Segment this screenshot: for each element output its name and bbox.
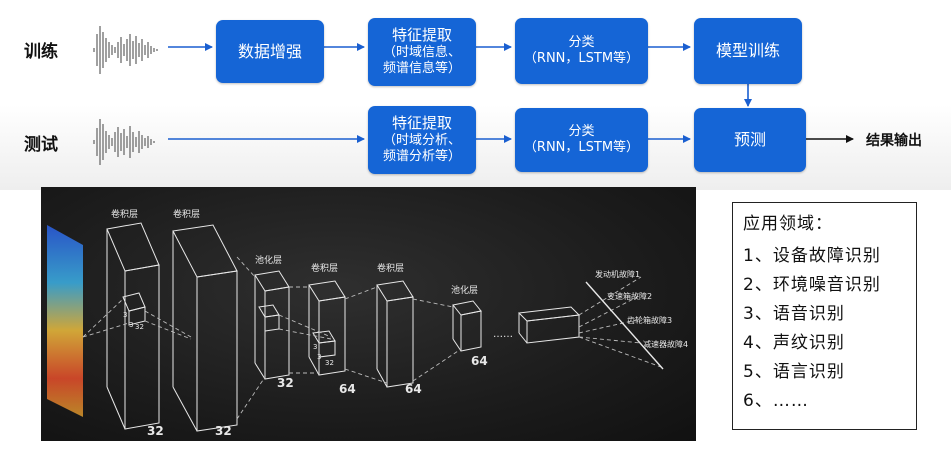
model-train-box: 模型训练: [694, 18, 802, 84]
cnn-dim-3: 32: [277, 376, 294, 390]
predict-label: 预测: [733, 130, 766, 149]
test-feature-sub1: （时域分析、: [382, 133, 461, 149]
test-feature-title: 特征提取: [391, 114, 452, 133]
predict-box: 预测: [694, 108, 806, 172]
train-feature-box: 特征提取 （时域信息、 频谱信息等）: [368, 18, 476, 86]
train-classify-title: 分类: [568, 34, 595, 50]
applications-panel: 应用领域： 1、设备故障识别 2、环境噪音识别 3、语音识别 4、声纹识别 5、…: [732, 202, 917, 430]
cnn-ellipsis: ……: [493, 329, 513, 340]
cnn-kernel-dim-5: 3: [317, 353, 321, 361]
cnn-dim-4: 64: [339, 382, 356, 396]
cnn-layer-label-5: 卷积层: [377, 262, 404, 274]
cnn-kernel-dim-1: 3: [123, 311, 127, 319]
application-item: 4、声纹识别: [743, 333, 845, 353]
cnn-diagram: 卷积层 卷积层 池化层 卷积层 卷积层 池化层 32 32 32 64 64 6…: [41, 187, 696, 441]
cnn-dim-6: 64: [471, 354, 488, 368]
test-feature-sub2: 频谱分析等）: [382, 149, 461, 165]
cnn-kernel-dim-3: 32: [135, 323, 144, 331]
train-feature-title: 特征提取: [391, 26, 452, 45]
application-item: 3、语音识别: [743, 304, 845, 324]
test-classify-box: 分类 （RNN，LSTM等）: [515, 108, 648, 172]
flow-arrows: [168, 43, 854, 143]
cnn-output-2: 变速箱故障2: [607, 291, 652, 301]
cnn-output-1: 发动机故障1: [595, 269, 640, 279]
application-item: 6、……: [743, 391, 809, 411]
cnn-dim-1: 32: [147, 424, 164, 438]
cnn-layer-label-1: 卷积层: [111, 208, 138, 220]
test-feature-box: 特征提取 （时域分析、 频谱分析等）: [368, 106, 476, 174]
cnn-dim-5: 64: [405, 382, 422, 396]
cnn-layer-label-6: 池化层: [451, 284, 478, 296]
cnn-kernel-dim-6: 32: [325, 359, 334, 367]
application-item: 2、环境噪音识别: [743, 275, 881, 295]
application-item: 1、设备故障识别: [743, 246, 881, 266]
cnn-kernel-dim-4: 3: [313, 343, 317, 351]
train-feature-sub1: （时域信息、: [382, 45, 461, 61]
cnn-output-4: 减速器故障4: [643, 339, 688, 349]
applications-title: 应用领域：: [743, 214, 833, 234]
cnn-layer-label-2: 卷积层: [173, 208, 200, 220]
augment-label: 数据增强: [237, 41, 302, 61]
result-output-label: 结果输出: [866, 133, 922, 149]
train-row-label: 训练: [24, 42, 58, 62]
cnn-kernel-dim-2: 3: [129, 321, 133, 329]
augment-box: 数据增强: [216, 20, 324, 83]
spectrogram-input: [47, 225, 83, 417]
model-train-label: 模型训练: [715, 41, 780, 60]
test-waveform-icon: [93, 119, 155, 165]
train-waveform-icon: [93, 26, 158, 74]
train-classify-sub: （RNN，LSTM等）: [523, 51, 640, 66]
train-feature-sub2: 频谱信息等）: [382, 61, 461, 77]
train-classify-box: 分类 （RNN，LSTM等）: [515, 18, 648, 84]
application-item: 5、语言识别: [743, 362, 845, 382]
test-classify-title: 分类: [568, 123, 595, 139]
test-row-label: 测试: [24, 135, 58, 155]
cnn-layer-label-4: 卷积层: [311, 262, 338, 274]
cnn-output-3: 齿轮箱故障3: [627, 315, 672, 325]
cnn-dim-2: 32: [215, 424, 232, 438]
cnn-layer-label-3: 池化层: [255, 254, 282, 266]
test-classify-sub: （RNN，LSTM等）: [523, 140, 640, 155]
